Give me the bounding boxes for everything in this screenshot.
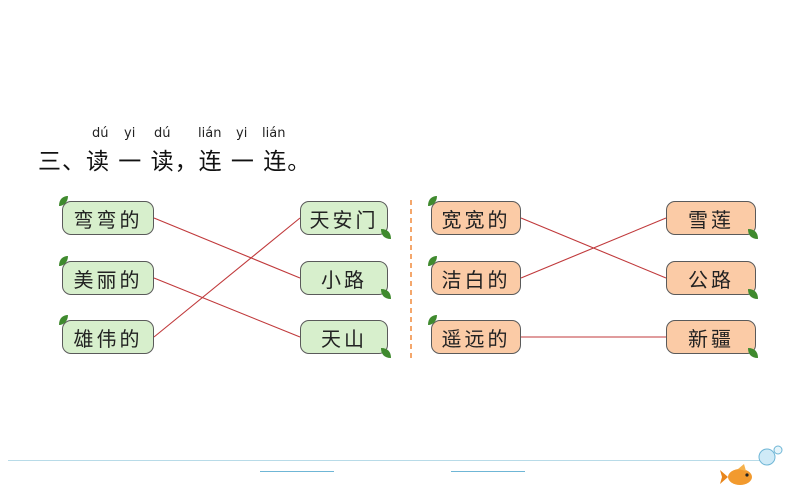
leaf-icon (59, 196, 68, 206)
leaf-icon (748, 289, 758, 299)
footer-accent-2 (451, 471, 525, 472)
left-match-line-3 (153, 217, 301, 338)
right-word-2[interactable]: 洁白的 (431, 261, 521, 295)
pinyin-du-2: dú (154, 126, 171, 141)
left-target-3[interactable]: 天山 (300, 320, 388, 354)
left-match-line-1 (153, 217, 301, 279)
left-word-3[interactable]: 雄伟的 (62, 320, 154, 354)
footer-divider (8, 460, 768, 461)
goldfish-icon (720, 445, 783, 485)
right-match-line-2 (520, 217, 667, 279)
right-target-3[interactable]: 新疆 (666, 320, 756, 354)
left-match-line-2 (153, 277, 301, 338)
leaf-icon (59, 256, 68, 266)
leaf-icon (381, 289, 391, 299)
pinyin-du-1: dú (92, 126, 109, 141)
pinyin-lian-2: lián (262, 126, 286, 141)
exercise-heading: 三、读 一 读，连 一 连。 (38, 149, 312, 175)
pinyin-yi-1: yi (124, 126, 136, 141)
left-word-1[interactable]: 弯弯的 (62, 201, 154, 235)
right-word-3[interactable]: 遥远的 (431, 320, 521, 354)
leaf-icon (428, 315, 437, 325)
leaf-icon (381, 348, 391, 358)
leaf-icon (428, 196, 437, 206)
right-word-1[interactable]: 宽宽的 (431, 201, 521, 235)
leaf-icon (59, 315, 68, 325)
leaf-icon (748, 229, 758, 239)
pinyin-lian-1: lián (198, 126, 222, 141)
left-target-1[interactable]: 天安门 (300, 201, 388, 235)
leaf-icon (381, 229, 391, 239)
right-target-2[interactable]: 公路 (666, 261, 756, 295)
footer-accent-1 (260, 471, 334, 472)
left-word-2[interactable]: 美丽的 (62, 261, 154, 295)
leaf-icon (428, 256, 437, 266)
pinyin-yi-2: yi (236, 126, 248, 141)
right-target-1[interactable]: 雪莲 (666, 201, 756, 235)
leaf-icon (748, 348, 758, 358)
left-target-2[interactable]: 小路 (300, 261, 388, 295)
